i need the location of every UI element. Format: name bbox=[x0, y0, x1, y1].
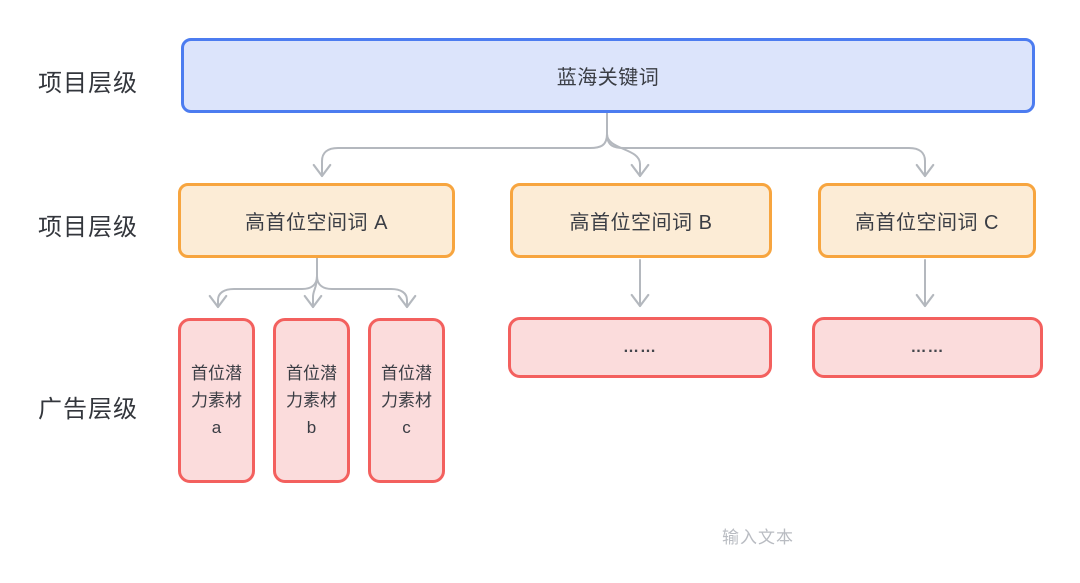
node-label: 首位潜力素材 b bbox=[286, 363, 337, 438]
node-space-word-b[interactable]: 高首位空间词 B bbox=[510, 183, 772, 258]
node-label: 高首位空间词 A bbox=[245, 212, 388, 234]
node-space-word-c[interactable]: 高首位空间词 C bbox=[818, 183, 1036, 258]
row-label-project-level-1: 项目层级 bbox=[38, 70, 138, 97]
connector-root-to-a bbox=[312, 133, 608, 178]
node-label: 首位潜力素材 a bbox=[191, 363, 242, 438]
node-potential-material-a[interactable]: 首位潜力素材 a bbox=[178, 318, 255, 483]
connector-root-to-c bbox=[606, 133, 935, 178]
text-input-placeholder[interactable]: 输入文本 bbox=[722, 528, 794, 547]
row-label-ad-level: 广告层级 bbox=[38, 396, 138, 423]
node-label: …… bbox=[910, 338, 945, 356]
node-label: 首位潜力素材 c bbox=[381, 363, 432, 438]
node-potential-material-c[interactable]: 首位潜力素材 c bbox=[368, 318, 445, 483]
connector-a-to-leaf-c bbox=[316, 275, 417, 309]
node-label: …… bbox=[623, 338, 657, 356]
node-ellipsis-under-c[interactable]: …… bbox=[812, 317, 1043, 378]
node-ellipsis-under-b[interactable]: …… bbox=[508, 317, 772, 378]
node-potential-material-b[interactable]: 首位潜力素材 b bbox=[273, 318, 350, 483]
row-label-project-level-2: 项目层级 bbox=[38, 214, 138, 241]
node-blue-ocean-keywords[interactable]: 蓝海关键词 bbox=[181, 38, 1035, 113]
node-label: 高首位空间词 C bbox=[855, 212, 999, 234]
node-label: 蓝海关键词 bbox=[556, 67, 660, 89]
connector-a-to-leaf-a bbox=[208, 275, 318, 309]
connector-root-to-b bbox=[606, 133, 650, 178]
node-space-word-a[interactable]: 高首位空间词 A bbox=[178, 183, 455, 258]
connector-a-to-leaf-b bbox=[303, 275, 323, 309]
node-label: 高首位空间词 B bbox=[569, 212, 713, 234]
